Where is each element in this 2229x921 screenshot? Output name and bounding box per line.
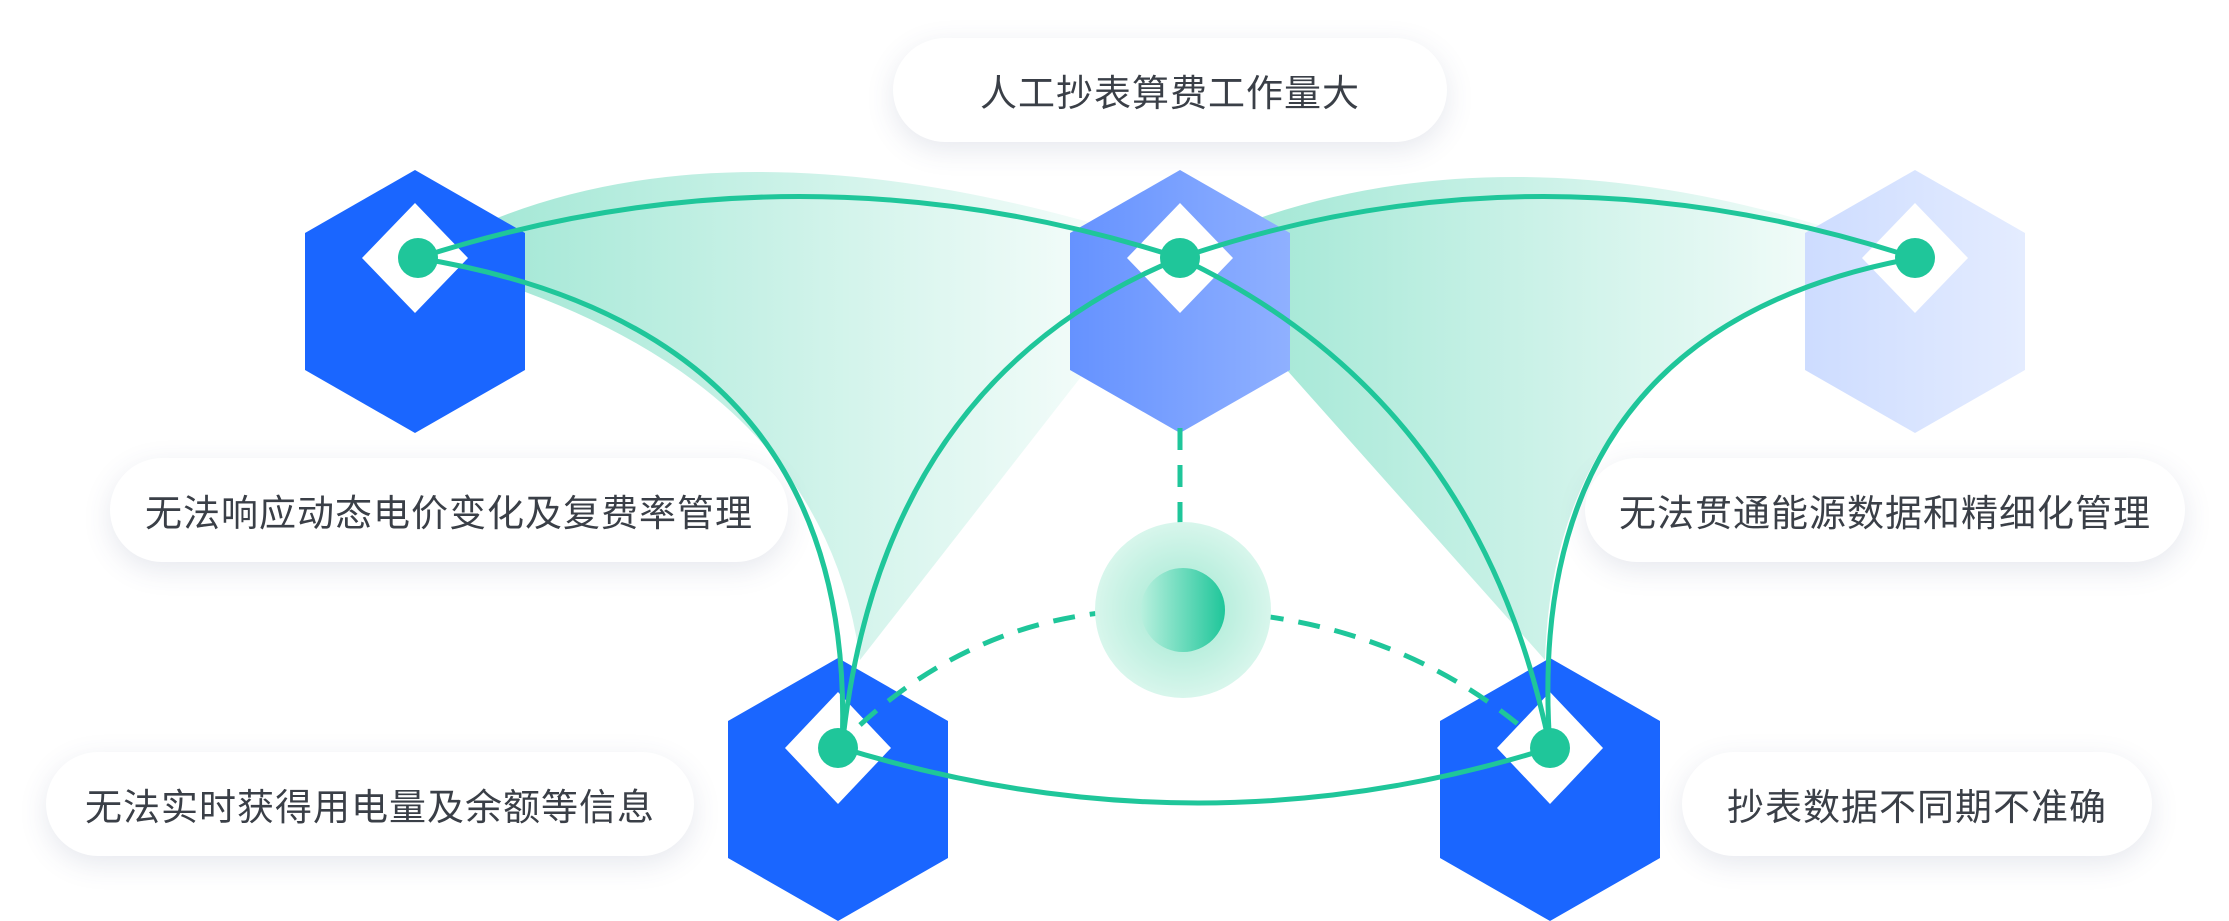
label-realtime-usage: 无法实时获得用电量及余额等信息: [46, 752, 694, 856]
solid-arcs: [417, 194, 1916, 806]
label-dynamic-pricing: 无法响应动态电价变化及复费率管理: [110, 458, 788, 562]
hex-bottom-right: [1440, 658, 1660, 921]
hex-top-right: [1805, 170, 2025, 433]
label-energy-data: 无法贯通能源数据和精细化管理: [1585, 458, 2185, 562]
hex-bottom-left: [728, 658, 948, 921]
label-reading-accuracy: 抄表数据不同期不准确: [1682, 752, 2152, 856]
fan-right: [1180, 176, 1915, 660]
center-hub: [1095, 522, 1271, 698]
label-manual-reading: 人工抄表算费工作量大: [893, 38, 1447, 142]
fan-left: [415, 171, 1180, 660]
hex-top-left: [305, 170, 525, 433]
connection-dots: [398, 238, 1935, 768]
